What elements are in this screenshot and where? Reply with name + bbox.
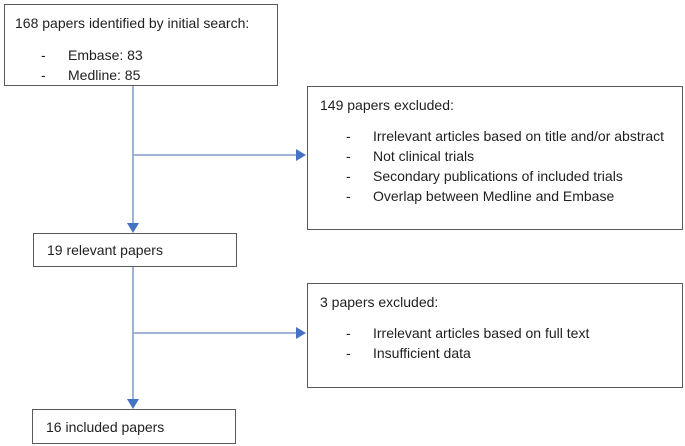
bullet-text: Insufficient data (373, 345, 471, 361)
connector-relevant-to-included-line (132, 267, 134, 402)
box-initial-search-title: 168 papers identified by initial search: (15, 15, 250, 31)
box-excluded-first-screen-title: 149 papers excluded: (320, 97, 454, 113)
bullet-item: - Embase: 83 (15, 45, 273, 65)
arrow-right-icon (296, 327, 306, 339)
box-initial-search-list: - Embase: 83 - Medline: 85 (15, 45, 273, 85)
box-excluded-first-screen: 149 papers excluded: - Irrelevant article… (307, 86, 683, 230)
connector-initial-to-relevant-line (132, 86, 134, 226)
bullet-item: - Overlap between Medline and Embase (320, 186, 674, 206)
bullet-text: Not clinical trials (373, 148, 475, 164)
bullet-dash: - (346, 128, 351, 144)
bullet-item: - Irrelevant articles based on title and/… (320, 126, 674, 146)
connector-to-excluded-first-line (133, 154, 297, 156)
arrow-down-icon (127, 399, 139, 409)
box-included-papers-title: 16 included papers (46, 418, 165, 435)
box-included-papers: 16 included papers (32, 409, 236, 444)
arrow-down-icon (127, 223, 139, 233)
box-initial-search: 168 papers identified by initial search:… (4, 4, 278, 86)
bullet-text: Overlap between Medline and Embase (373, 188, 615, 204)
bullet-text: Embase: 83 (68, 47, 143, 63)
box-excluded-full-text-list: -Irrelevant articles based on full text-… (320, 323, 674, 363)
arrow-right-icon (296, 149, 306, 161)
bullet-item: - Not clinical trials (320, 146, 674, 166)
bullet-dash: - (346, 168, 351, 184)
box-excluded-full-text-title: 3 papers excluded: (320, 294, 439, 310)
box-relevant-papers-title: 19 relevant papers (47, 242, 163, 258)
bullet-dash: - (346, 188, 351, 204)
bullet-item: - Secondary publications of included tria… (320, 166, 674, 186)
bullet-text: Medline: 85 (68, 67, 141, 83)
bullet-dash: - (41, 67, 46, 83)
bullet-item: - Irrelevant articles based on full text (320, 323, 674, 343)
bullet-item: - Insufficient data (320, 343, 674, 363)
bullet-dash: - (346, 148, 351, 164)
box-relevant-papers: 19 relevant papers (33, 233, 237, 267)
box-excluded-first-screen-list: - Irrelevant articles based on title and/… (320, 126, 674, 206)
connector-to-excluded-full-text-line (133, 332, 297, 334)
bullet-text: Irrelevant articles based on title and/o… (373, 128, 665, 144)
box-excluded-full-text: 3 papers excluded: - Irrelevant articles … (307, 283, 683, 388)
bullet-item: - Medline: 85 (15, 65, 273, 85)
bullet-text: Irrelevant articles based on full text (373, 325, 590, 341)
bullet-dash: - (41, 47, 46, 63)
bullet-dash: - (346, 325, 351, 341)
bullet-dash: - (346, 345, 351, 361)
bullet-text: Secondary publications of included trial… (373, 168, 623, 184)
